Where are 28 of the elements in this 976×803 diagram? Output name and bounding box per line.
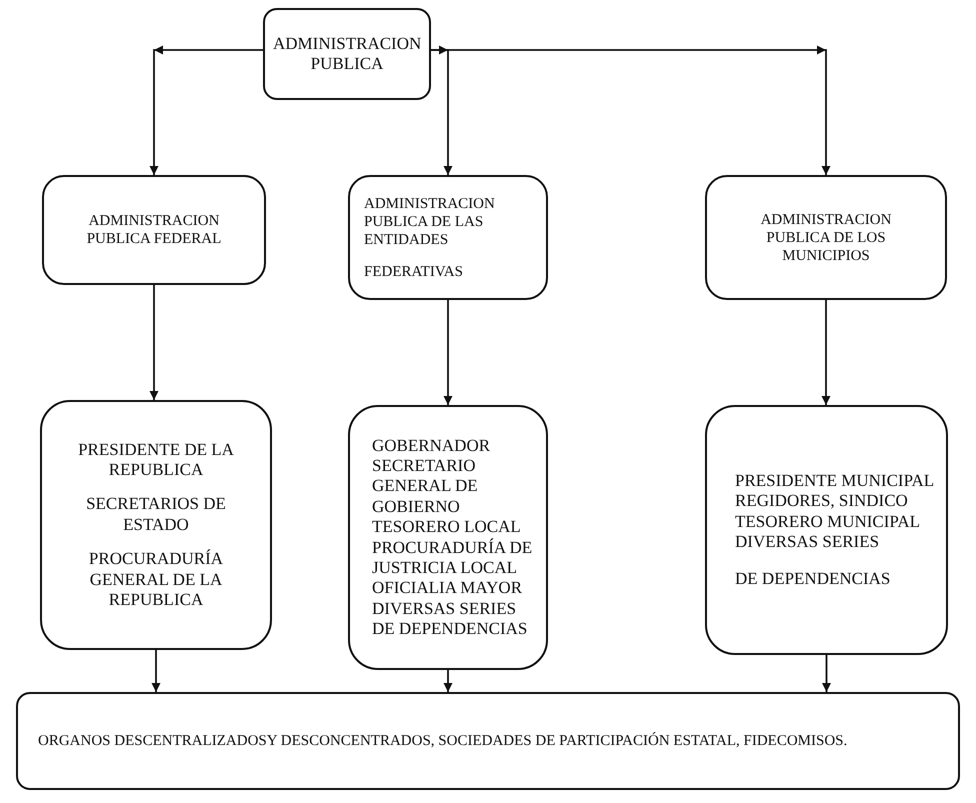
box-text: PROCURADURÍA GENERAL DE LA REPUBLICA [88, 549, 224, 610]
box-text: ORGANOS DESCENTRALIZADOSY DESCONCENTRADOS, SOCIEDADES DE PARTICIPACIÓN ESTATAL, FIDECOMISOS. [38, 732, 848, 750]
rounded-box [705, 175, 947, 300]
arrow [150, 46, 263, 175]
box-text: ADMINISTRACION PUBLICA DE LAS ENTIDADES [364, 194, 496, 248]
box-text: ADMINISTRACION PUBLICA FEDERAL [86, 212, 222, 248]
box-text: FEDERATIVAS [364, 262, 464, 280]
arrow [822, 300, 830, 405]
arrow [431, 46, 830, 175]
box-text: PRESIDENTE DE LA REPUBLICA [77, 440, 235, 480]
arrow [152, 650, 160, 692]
rounded-box [348, 175, 548, 300]
arrow [822, 655, 831, 692]
rounded-box [42, 175, 266, 285]
box-text: DE DEPENDENCIAS [735, 568, 892, 589]
arrow [444, 670, 452, 692]
rounded-box [348, 405, 548, 670]
root-box [263, 8, 431, 100]
rounded-box [16, 692, 960, 790]
arrow [150, 285, 158, 400]
arrow [444, 300, 452, 405]
box-text: GOBERNADOR SECRETARIO GENERAL DE GOBIERNO TESORERO LOCAL PROCURADURÍA DE JUSTRICIA LOCAL OFICIALIA MAYOR DIVERSAS SERIES DE DEPENDENCIAS [372, 436, 534, 640]
box-text: PRESIDENTE MUNICIPAL REGIDORES, SINDICO TESORERO MUNICIPAL DIVERSAS SERIES [735, 471, 935, 553]
rounded-box [705, 405, 948, 655]
box-text: ADMINISTRACION PUBLICA DE LOS MUNICIPIOS [760, 210, 892, 264]
box-text: ADMINISTRACION PUBLICA [273, 34, 421, 74]
rounded-box [40, 400, 272, 650]
box-text: SECRETARIOS DE ESTADO [85, 494, 227, 536]
